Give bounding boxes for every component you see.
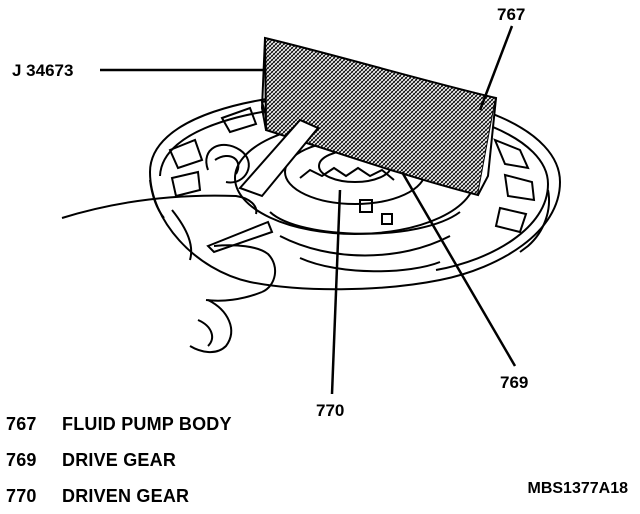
legend-label: DRIVEN GEAR	[62, 485, 190, 506]
legend-row: 767 FLUID PUMP BODY	[6, 406, 232, 442]
legend-row: 769 DRIVE GEAR	[6, 442, 232, 478]
parts-legend: 767 FLUID PUMP BODY 769 DRIVE GEAR 770 D…	[6, 406, 232, 514]
callout-770: 770	[316, 401, 344, 420]
hand-outline	[61, 194, 277, 353]
leader-lines	[100, 25, 517, 395]
feeler-gauge	[206, 118, 320, 254]
legend-label: FLUID PUMP BODY	[62, 413, 232, 434]
legend-number: 770	[6, 485, 37, 506]
leader-driven-gear	[330, 189, 342, 395]
legend-number: 767	[6, 413, 37, 434]
legend-row: 770 DRIVEN GEAR	[6, 478, 232, 514]
callout-769: 769	[500, 373, 528, 392]
leader-drive-gear	[400, 171, 517, 367]
callout-tool: J 34673	[12, 61, 73, 80]
figure-id: MBS1377A18	[527, 480, 629, 497]
legend-number: 769	[6, 449, 37, 470]
legend-label: DRIVE GEAR	[62, 449, 177, 470]
straight-edge-tool	[260, 36, 498, 197]
callout-767: 767	[497, 5, 525, 24]
leader-body	[478, 25, 514, 111]
